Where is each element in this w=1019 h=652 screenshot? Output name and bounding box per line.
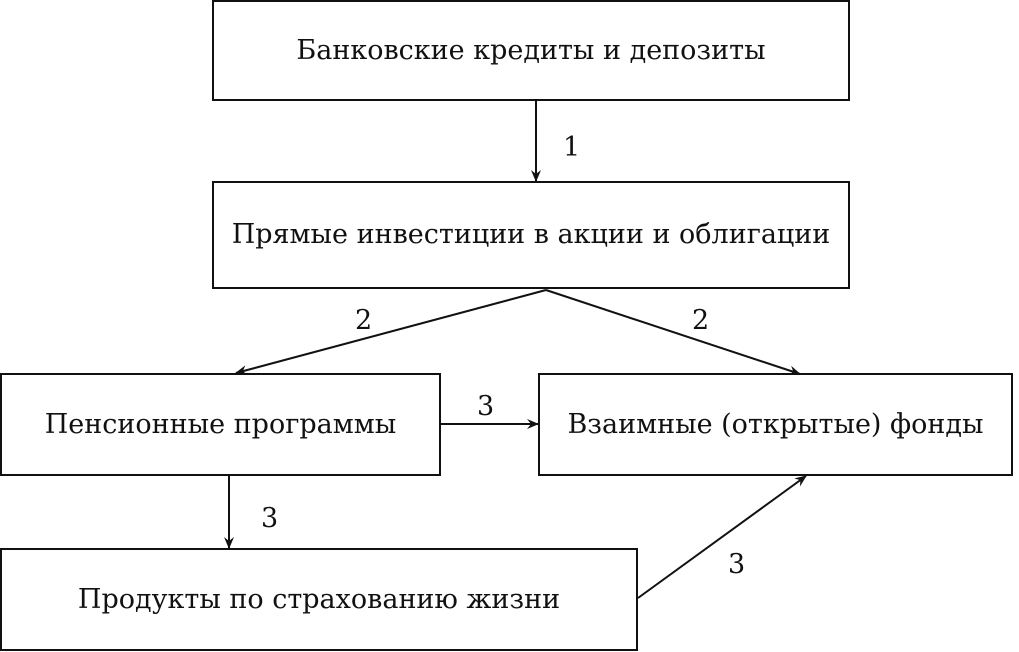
edge-label-direct-to-mutual: 2 (692, 305, 710, 336)
node-bank-deposits-label: Банковские кредиты и депозиты (296, 34, 766, 66)
edge-label-bank-to-direct: 1 (563, 132, 581, 163)
node-life-insurance-label: Продукты по страхованию жизни (77, 583, 561, 615)
node-life-insurance: Продукты по страхованию жизни (0, 548, 638, 651)
node-pension-programs: Пенсионные программы (0, 373, 441, 476)
edge-label-direct-to-pension: 2 (355, 305, 373, 336)
arrow-insurance-to-mutual (637, 475, 807, 599)
arrow-direct-to-mutual (545, 289, 801, 376)
node-direct-investments-label: Прямые инвестиции в акции и облигации (231, 219, 831, 251)
arrow-direct-to-pension (235, 289, 547, 375)
node-direct-investments: Прямые инвестиции в акции и облигации (212, 181, 850, 289)
node-mutual-funds: Взаимные (открытые) фонды (538, 373, 1013, 476)
node-pension-programs-label: Пенсионные программы (44, 408, 397, 440)
edge-label-pension-to-insurance: 3 (261, 503, 279, 534)
edge-label-insurance-to-mutual: 3 (728, 549, 746, 580)
node-bank-deposits: Банковские кредиты и депозиты (212, 0, 850, 101)
edge-label-pension-to-mutual: 3 (477, 391, 495, 422)
node-mutual-funds-label: Взаимные (открытые) фонды (567, 408, 984, 440)
